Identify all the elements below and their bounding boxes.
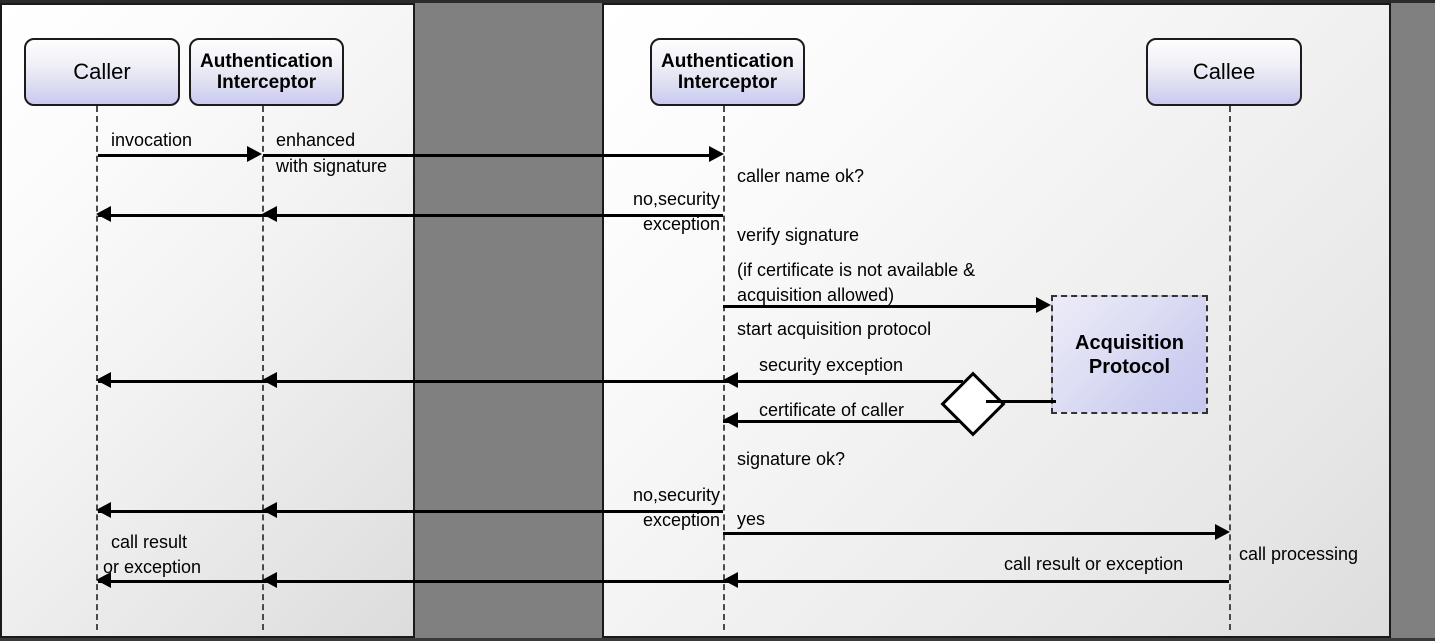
message-certificate-line bbox=[723, 420, 963, 423]
message-no-security-2-label-line2: exception bbox=[642, 510, 720, 530]
message-call-result-left-label-line1: call result bbox=[111, 532, 188, 552]
message-start-acquisition-label: start acquisition protocol bbox=[737, 319, 932, 339]
participant-callee[interactable]: Callee bbox=[1146, 38, 1302, 106]
top-border bbox=[0, 0, 1435, 3]
message-no-security-2-line bbox=[98, 510, 723, 513]
message-no-security-2-arrowhead-interceptor bbox=[262, 502, 277, 518]
participant-caller[interactable]: Caller bbox=[24, 38, 180, 106]
message-security-exception-arrowhead-interceptor-left bbox=[262, 372, 277, 388]
junction-connector-line bbox=[986, 400, 1056, 403]
note-if-certificate-line2: acquisition allowed) bbox=[737, 285, 895, 305]
message-no-security-1-line bbox=[98, 214, 723, 217]
message-no-security-2-arrowhead-caller bbox=[96, 502, 111, 518]
message-start-acquisition-line bbox=[723, 305, 1038, 308]
message-call-result-left-line bbox=[98, 580, 723, 583]
participant-interceptor-right-line2: Interceptor bbox=[677, 72, 778, 93]
lifeline-interceptor-left bbox=[262, 106, 264, 630]
message-call-result-arrowhead-interceptor bbox=[723, 572, 738, 588]
message-yes-label: yes bbox=[737, 509, 766, 529]
message-certificate-label: certificate of caller bbox=[759, 400, 905, 420]
note-if-certificate-line1: (if certificate is not available & bbox=[737, 260, 976, 280]
message-call-result-left-arrowhead-interceptor bbox=[262, 572, 277, 588]
message-no-security-1-arrowhead-caller bbox=[96, 206, 111, 222]
message-enhanced-arrowhead bbox=[709, 146, 724, 162]
participant-callee-label: Callee bbox=[1192, 58, 1256, 84]
lifeline-interceptor-right bbox=[723, 106, 725, 630]
message-yes-arrowhead bbox=[1215, 524, 1230, 540]
message-call-result-left-arrowhead-caller bbox=[96, 572, 111, 588]
message-call-result-line bbox=[723, 580, 1229, 583]
message-security-exception-label: security exception bbox=[759, 355, 904, 375]
message-start-acquisition-arrowhead bbox=[1036, 297, 1051, 313]
message-security-exception-arrowhead-interceptor-right bbox=[723, 372, 738, 388]
participant-interceptor-left-line1: Authentication bbox=[200, 50, 333, 72]
participant-caller-label: Caller bbox=[73, 58, 131, 84]
message-security-exception-arrowhead-caller bbox=[96, 372, 111, 388]
message-invocation-arrowhead bbox=[247, 146, 262, 162]
message-invocation-label: invocation bbox=[111, 130, 193, 150]
message-security-exception-line bbox=[98, 380, 963, 383]
participant-interceptor-right-line1: Authentication bbox=[661, 50, 794, 72]
lifeline-caller bbox=[96, 106, 98, 630]
lifeline-callee bbox=[1229, 106, 1231, 630]
note-signature-ok: signature ok? bbox=[737, 449, 846, 469]
frame-acquisition-line1: Acquisition bbox=[1075, 331, 1184, 354]
bottom-border bbox=[0, 638, 1435, 641]
caller-side-panel bbox=[0, 3, 415, 638]
note-call-processing: call processing bbox=[1239, 544, 1359, 564]
message-invocation-line bbox=[98, 154, 248, 157]
message-enhanced-label-line2: with signature bbox=[276, 156, 388, 176]
frame-acquisition-line2: Protocol bbox=[1088, 355, 1171, 378]
message-call-result-label: call result or exception bbox=[1004, 554, 1184, 574]
message-enhanced-label-line1: enhanced bbox=[276, 130, 356, 150]
participant-interceptor-left[interactable]: Authentication Interceptor bbox=[189, 38, 344, 106]
message-no-security-1-arrowhead-interceptor bbox=[262, 206, 277, 222]
message-no-security-1-label-line1: no,security bbox=[632, 189, 720, 209]
message-certificate-arrowhead bbox=[723, 412, 738, 428]
message-no-security-1-label-line2: exception bbox=[642, 214, 720, 234]
frame-acquisition-protocol[interactable]: Acquisition Protocol bbox=[1051, 295, 1208, 414]
message-enhanced-line bbox=[263, 154, 713, 157]
note-verify-signature: verify signature bbox=[737, 225, 860, 245]
participant-interceptor-right[interactable]: Authentication Interceptor bbox=[650, 38, 805, 106]
participant-interceptor-left-line2: Interceptor bbox=[216, 72, 317, 93]
message-no-security-2-label-line1: no,security bbox=[632, 485, 720, 505]
message-call-result-left-label-line2: or exception bbox=[103, 557, 202, 577]
note-caller-name-ok: caller name ok? bbox=[737, 166, 865, 186]
message-yes-line bbox=[723, 532, 1219, 535]
